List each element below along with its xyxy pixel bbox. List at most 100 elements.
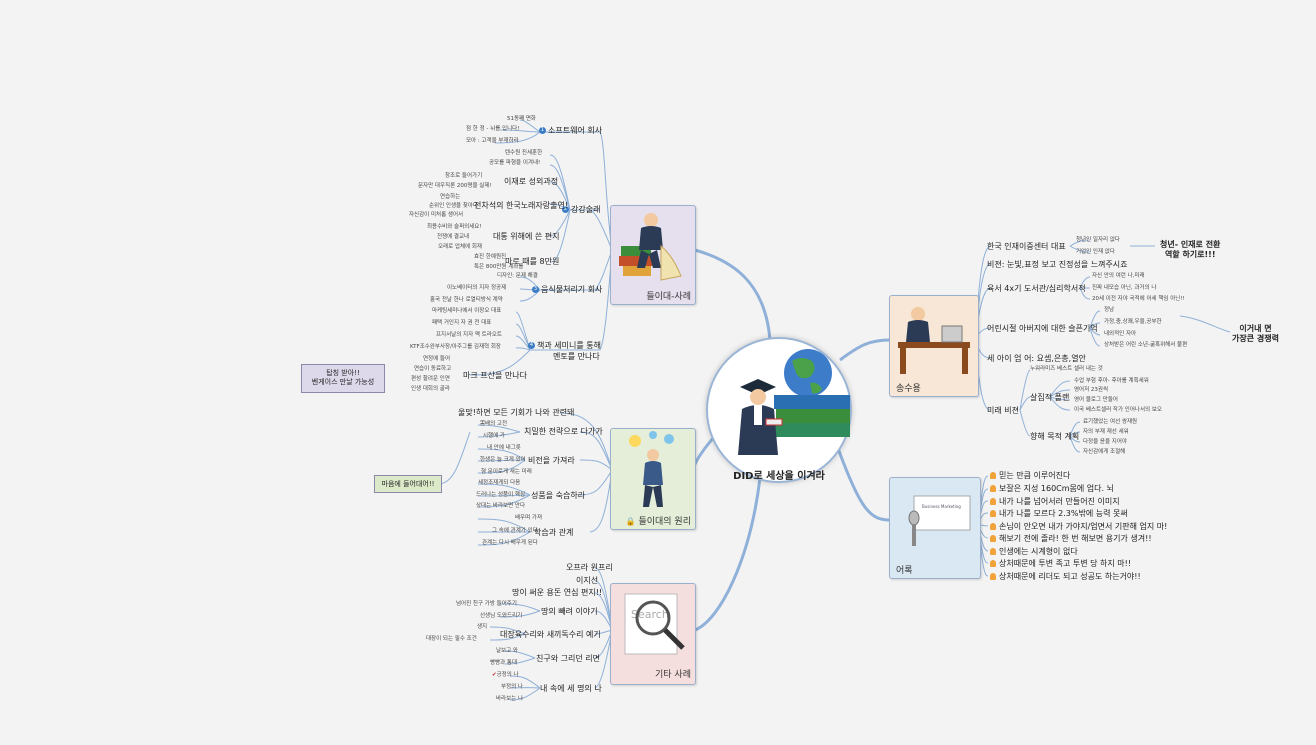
- central-title: DID로 세상을 이겨라: [733, 471, 825, 482]
- branch[interactable]: 한국 인재이중센터 대표: [987, 242, 1066, 251]
- branch[interactable]: 내 속에 세 명의 나: [540, 684, 602, 693]
- branch[interactable]: 울맞!하면 모든 기회가 나와 관련돼: [458, 408, 575, 417]
- leaf: 이국 베스트셀러 작가 인어나서의 보오: [1074, 407, 1162, 413]
- leaf: 배우며 가져: [515, 515, 543, 521]
- microphone-slide-illustration: Business Marketing: [908, 495, 971, 546]
- leaf: 한생은 늘 크게 있어: [480, 457, 526, 463]
- leaf: 영어 블로그 만들어: [1074, 397, 1118, 403]
- leaf: 연습이 동료하고: [414, 366, 452, 372]
- topic-deuleodae-principles[interactable]: 🔒 들이대의 원리: [610, 428, 696, 530]
- leaf: 다정을 윤을 지어야: [1083, 439, 1127, 445]
- quote-item[interactable]: 내가 나를 모르다 2.3%밖에 능력 못써: [990, 509, 1128, 519]
- lightbulb-icon: [990, 573, 996, 580]
- graduate-globe-illustration: [738, 349, 850, 455]
- leaf: 공모를 파형을 이겨내!: [489, 160, 541, 166]
- topic-song-suyong[interactable]: 송수용: [889, 295, 979, 397]
- leaf: 그 속에 관계가 있다: [492, 528, 538, 534]
- branch[interactable]: 살집적 플랜: [1030, 393, 1070, 402]
- leaf: 뽐배의 고전: [480, 421, 508, 427]
- quote-item[interactable]: 보잘은 지성 160Cm몸에 업다. 뇌: [990, 484, 1114, 494]
- branch[interactable]: 땅의 빼려 이야기: [541, 607, 598, 616]
- lock-icon: 🔒: [625, 517, 636, 526]
- lightbulb-icon: [990, 498, 996, 505]
- leaf: 자신 안의 여런 나,미래: [1092, 273, 1145, 279]
- quote-item[interactable]: 손님이 안오면 내가 가야지/업면서 기판해 업지 마!: [990, 522, 1167, 532]
- leaf: 넘어진 친구 가방 들어주기: [456, 601, 517, 607]
- quote-item[interactable]: 내가 나를 넘어서러 만들어진 이미지: [990, 497, 1120, 507]
- quote-item[interactable]: 해보기 전에 졸라! 한 번 해보면 용기가 생겨!!: [990, 534, 1152, 544]
- leaf: 순위인 인생을 찾아다: [429, 203, 479, 209]
- leaf: 빵빵과 통대: [490, 660, 518, 666]
- check-icon: ✔: [492, 672, 497, 678]
- topic-label: 어록: [896, 566, 913, 576]
- branch[interactable]: 비전을 가져라: [528, 456, 575, 465]
- leaf: 형 문이로게 새는 미래: [481, 469, 532, 475]
- leaf: 연정에 들어: [423, 356, 451, 362]
- leaf: 대장이 되는 필수 조건: [426, 636, 477, 642]
- leaf: 상대는 바라보면 안다: [476, 503, 526, 509]
- topic-label: 들이대-사례: [646, 292, 691, 302]
- presenter-illustration: [619, 213, 682, 281]
- leaf: 자신감에게 조절해: [1083, 449, 1126, 455]
- quote-item[interactable]: 믿는 만큼 이루어진다: [990, 471, 1070, 481]
- branch[interactable]: 비젼: 눈빛,표정 보고 진정성을 느껴주시죠: [987, 260, 1128, 269]
- branch[interactable]: 대장육수리와 새끼독수리 예기: [500, 630, 601, 639]
- quote-item[interactable]: 인생에는 시계형이 없다: [990, 547, 1078, 557]
- leaf: 대통 위해에 쓴 편지: [493, 232, 560, 241]
- leaf: 연습하는: [440, 194, 461, 200]
- leaf: 홀국 전날 한나 로열티방식 계약: [430, 297, 503, 303]
- topic-quotes[interactable]: Business Marketing 어록: [889, 477, 981, 579]
- lightbulb-icon: [990, 510, 996, 517]
- leaf: 마케팅세미나에서 이장오 대표: [432, 308, 502, 314]
- leaf: 이노베이터의 지자 정공제: [447, 285, 507, 291]
- leaf: 오래로 업체에 회재: [438, 244, 482, 250]
- topic-deuleodae-cases[interactable]: 들이대-사례: [610, 205, 696, 305]
- leaf: 자의 부재 재선 세워: [1083, 429, 1129, 435]
- leaf: 기업인 인재 없다: [1076, 249, 1115, 255]
- lightbulb-icon: [990, 485, 996, 492]
- leaf: 디자인: 문제 해결: [497, 273, 538, 279]
- branch[interactable]: 친구와 그리던 리면: [536, 654, 600, 663]
- branch[interactable]: 성품을 숙습하라: [531, 491, 586, 500]
- leaf: 생지: [477, 624, 488, 630]
- leaf: 수업 부험 후아- 후아를 계획세워: [1074, 378, 1149, 384]
- branch[interactable]: 이지선: [576, 576, 599, 585]
- lightbulb-icon: [990, 472, 996, 479]
- number-4-icon: 4: [528, 342, 535, 349]
- central-topic[interactable]: DID로 세상을 이겨라: [706, 337, 852, 483]
- leaf: 텐수원 진세훈한: [505, 150, 543, 156]
- branch[interactable]: 육서 4x기 도서관/심리학서적: [987, 284, 1086, 293]
- number-1-icon: 1: [539, 127, 546, 134]
- branch[interactable]: 땅이 써운 용돈 연심 편지!!: [512, 588, 603, 597]
- branch[interactable]: 미래 비젼: [987, 406, 1019, 415]
- branch[interactable]: 세 아이 엄 어: 요셉,은총,열안: [987, 354, 1086, 363]
- leaf: 20세 이전 자야 국적에 어세 책임 아닌!!: [1092, 296, 1185, 302]
- quote-item[interactable]: 상처때문에 투변 족고 투변 당 하지 마!!: [990, 559, 1131, 569]
- svg-text:Search: Search: [631, 608, 669, 621]
- branch[interactable]: 어린시절 아버지에 대한 슬픈기억: [987, 324, 1098, 333]
- leaf: 내외적인 자아: [1104, 331, 1137, 337]
- leaf: 내 안에 내그릇: [487, 445, 521, 451]
- branch[interactable]: 향해 목적 계획: [1030, 432, 1080, 441]
- branch[interactable]: 치밀한 전략으로 다가가: [524, 427, 603, 436]
- leaf: 창조로 들어가기: [445, 173, 483, 179]
- quote-item[interactable]: 상처때문에 리더도 되고 성공도 하는거야!!: [990, 572, 1141, 582]
- leaf: 점 한 정 - 뉘를 입니다!: [466, 126, 520, 132]
- branch-book-line2: 멘토를 만나다: [553, 352, 600, 361]
- branch[interactable]: 오프라 윈프리: [566, 563, 613, 572]
- leaf: KTF조수완부사장/아주그룹 김재혁 회장: [410, 344, 501, 350]
- topic-other-cases[interactable]: Search 기타 사례: [610, 583, 696, 685]
- leaf: 상처받은 어린 소년-굶혹위해서 불편: [1104, 342, 1188, 348]
- leaf: 가정,충,상쾌,우울,공부한: [1104, 319, 1162, 325]
- branch-market[interactable]: 마크 프산을 만나다: [463, 371, 527, 380]
- leaf: 최용수비와 슬퍼외세요!: [427, 224, 482, 230]
- branch[interactable]: 학습과 관계: [534, 528, 574, 537]
- leaf: 자신감이 미처롭 생어서: [409, 212, 464, 218]
- leaf: 전쟁에 결교내: [437, 234, 470, 240]
